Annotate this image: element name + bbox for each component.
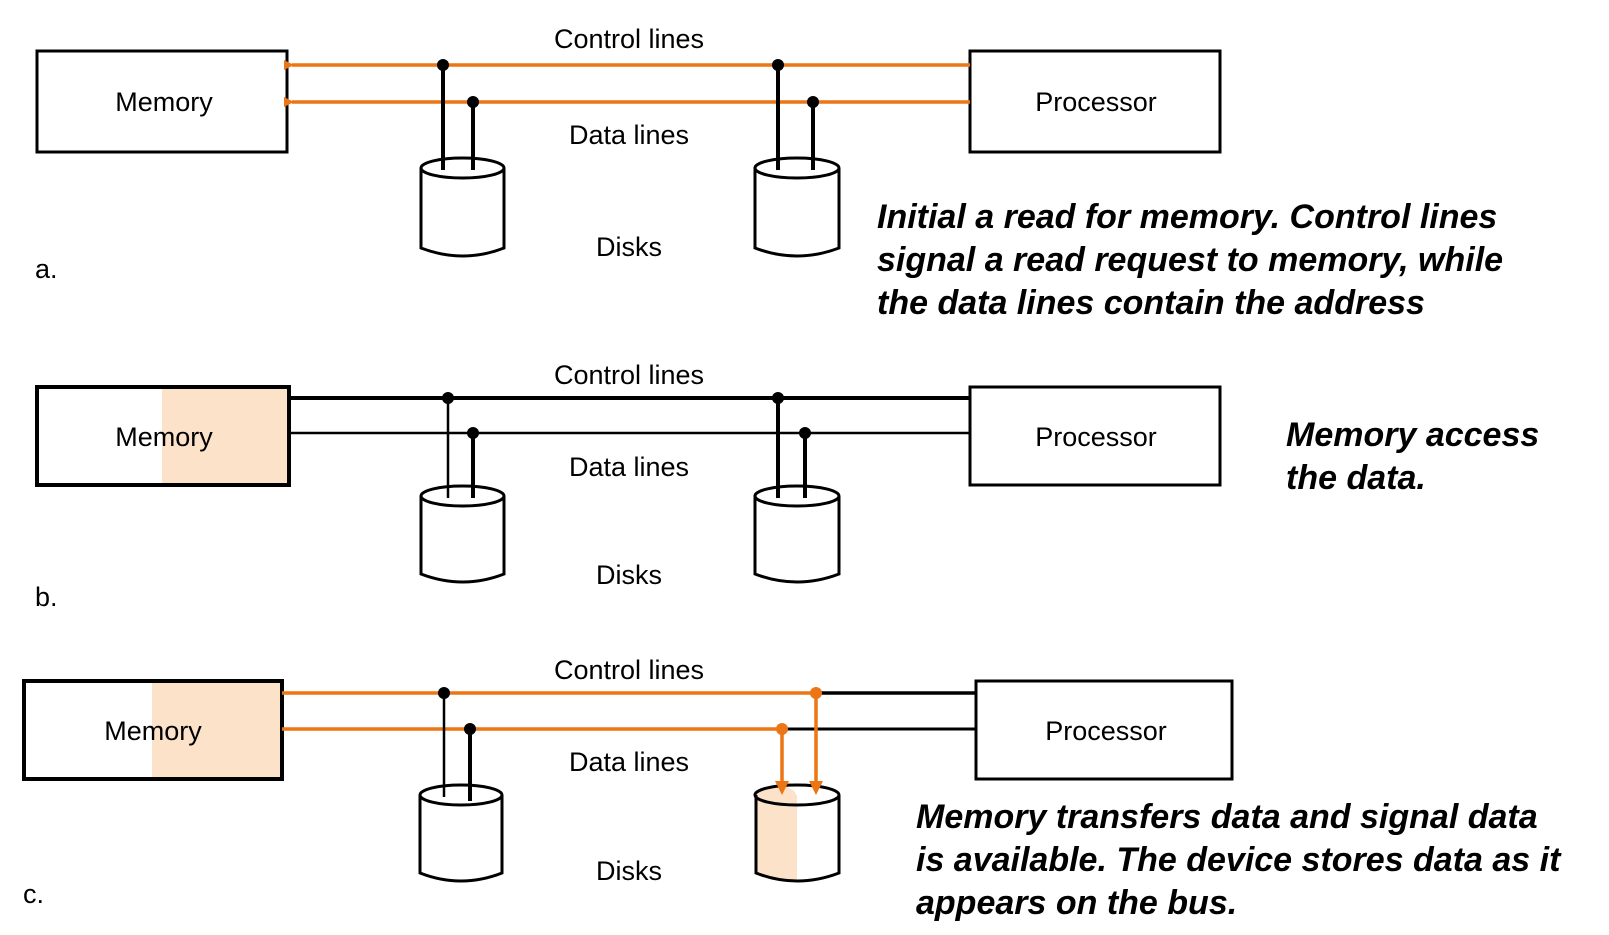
panel-c: Memory Processor Control lines Data line… [22, 655, 1562, 922]
memory-highlight [162, 387, 289, 485]
disk-2 [753, 392, 841, 584]
caption: Memory access the data. [1286, 416, 1539, 497]
panel-b: Memory Processor Control lines Data line… [35, 360, 1539, 612]
disks-label: Disks [596, 232, 662, 262]
memory-label: Memory [115, 87, 213, 117]
junction-dot [772, 59, 784, 71]
disk-top-icon [753, 783, 841, 807]
processor-block: Processor [974, 679, 1234, 781]
caption-line: Memory access [1286, 416, 1539, 454]
panel-label: a. [35, 254, 58, 284]
memory-block: Memory [35, 49, 289, 154]
data-lines-label: Data lines [569, 120, 689, 150]
junction-dot [810, 687, 822, 699]
caption-line: appears on the bus. [916, 884, 1237, 922]
junction-dot [438, 687, 450, 699]
control-lines-label: Control lines [554, 360, 704, 390]
disk-2-receiving [753, 687, 841, 883]
caption-line: Initial a read for memory. Control lines [877, 198, 1497, 236]
processor-label: Processor [1035, 422, 1157, 452]
panel-label: c. [23, 879, 44, 909]
disks-label: Disks [596, 560, 662, 590]
disk-body-icon [753, 496, 841, 584]
memory-highlight [152, 681, 282, 779]
disk-2 [753, 59, 841, 258]
memory-label: Memory [115, 422, 213, 452]
junction-dot [772, 392, 784, 404]
data-lines-label: Data lines [569, 747, 689, 777]
memory-block: Memory [35, 385, 291, 487]
memory-box [35, 385, 291, 487]
caption-line: is available. The device stores data as … [916, 841, 1562, 879]
caption-line: signal a read request to memory, while [877, 241, 1503, 279]
disk-1 [418, 687, 504, 883]
disk-top-icon [419, 156, 506, 180]
disk-body-icon [418, 795, 504, 883]
disk-body-icon [754, 795, 841, 883]
disk-top-icon [418, 783, 504, 807]
memory-box [35, 49, 289, 154]
panel-label: b. [35, 582, 58, 612]
caption: Initial a read for memory. Control lines… [877, 198, 1503, 322]
junction-dot [799, 427, 811, 439]
junction-dot [437, 59, 449, 71]
processor-block: Processor [968, 49, 1222, 154]
disk-top-icon [419, 484, 506, 508]
control-lines-label: Control lines [554, 655, 704, 685]
junction-dot [467, 427, 479, 439]
arrow-down-icon [809, 781, 823, 795]
disk-body-icon [419, 168, 506, 258]
control-lines-label: Control lines [554, 24, 704, 54]
arrow-down-icon [775, 781, 789, 795]
memory-label: Memory [104, 716, 202, 746]
processor-block: Processor [968, 385, 1222, 487]
junction-dot [464, 723, 476, 735]
disk-highlight [756, 795, 797, 882]
disk-top-icon [753, 156, 841, 180]
caption-line: the data lines contain the address [877, 284, 1425, 322]
caption-line: the data. [1286, 459, 1426, 497]
caption-line: Memory transfers data and signal data [916, 798, 1538, 836]
disk-highlight-top [756, 786, 796, 804]
caption: Memory transfers data and signal data is… [916, 798, 1562, 922]
processor-label: Processor [1045, 716, 1167, 746]
memory-block: Memory [22, 679, 284, 781]
processor-box [968, 49, 1222, 154]
panel-a: Memory Processor Control lines Data line… [35, 24, 1503, 322]
disk-body-icon [753, 168, 841, 258]
data-lines-label: Data lines [569, 452, 689, 482]
disk-body-icon [419, 496, 506, 584]
disk-1 [419, 59, 506, 258]
junction-dot [776, 723, 788, 735]
junction-dot [442, 392, 454, 404]
disk-1 [419, 392, 506, 584]
junction-dot [807, 96, 819, 108]
processor-label: Processor [1035, 87, 1157, 117]
processor-box [968, 385, 1222, 487]
disk-top-icon [753, 484, 841, 508]
junction-dot [467, 96, 479, 108]
disks-label: Disks [596, 856, 662, 886]
